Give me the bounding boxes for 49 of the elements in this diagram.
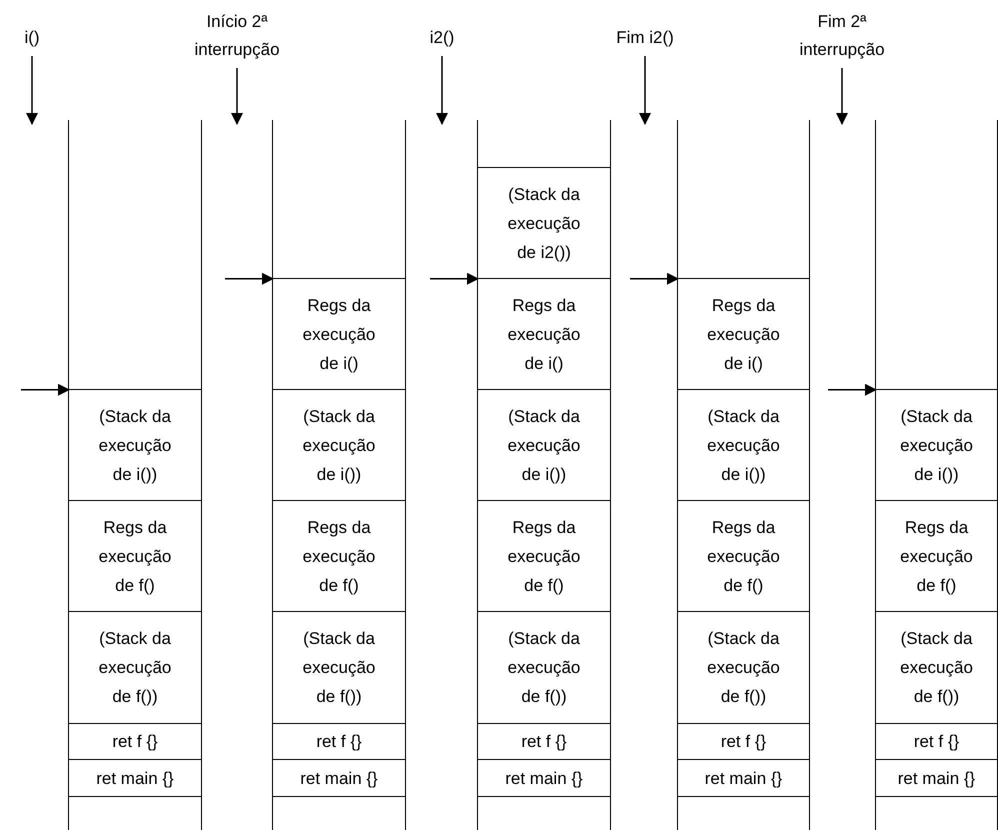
stack-column (272, 120, 406, 830)
stack-frame: (Stack da execução de f()) (69, 611, 201, 724)
stack-frame: ret main {} (876, 759, 997, 797)
arrow (231, 68, 243, 125)
stack-frame: Regs da execução de f() (273, 500, 405, 612)
stack-frame: Regs da execução de f() (478, 500, 610, 612)
stack-frame: ret main {} (273, 759, 405, 797)
stack-frame: (Stack da execução de i()) (478, 389, 610, 501)
stack-frame: (Stack da execução de f()) (478, 611, 610, 724)
stack-frame: (Stack da execução de i()) (678, 389, 809, 501)
arrow (630, 272, 679, 285)
stack-frame: (Stack da execução de f()) (678, 611, 809, 724)
stack-frame: ret f {} (678, 723, 809, 760)
stack-frame: ret main {} (678, 759, 809, 797)
stack-frame: ret f {} (478, 723, 610, 760)
stack-column (477, 120, 611, 830)
stack-column (875, 120, 998, 830)
event-label: Fim i2() (595, 24, 695, 52)
arrow (436, 56, 448, 125)
stack-frame: Regs da execução de f() (876, 500, 997, 612)
stack-frame: Regs da execução de i() (273, 278, 405, 390)
event-label: Fim 2ª interrupção (777, 8, 907, 64)
stack-frame: ret f {} (273, 723, 405, 760)
stack-frame: (Stack da execução de i()) (876, 389, 997, 501)
stack-frame: Regs da execução de f() (678, 500, 809, 612)
event-label: i() (2, 24, 62, 52)
stack-frame: (Stack da execução de i()) (273, 389, 405, 501)
arrow (21, 384, 70, 396)
stack-frame: (Stack da execução de f()) (876, 611, 997, 724)
stack-frame: ret main {} (478, 759, 610, 797)
stack-frame: Regs da execução de f() (69, 500, 201, 612)
arrow (225, 272, 274, 285)
arrow (26, 56, 38, 125)
arrow (836, 68, 848, 125)
arrow (430, 272, 479, 285)
arrow (828, 384, 877, 396)
event-label: i2() (412, 24, 472, 52)
stack-frame: (Stack da execução de f()) (273, 611, 405, 724)
stack-frame: (Stack da execução de i2()) (478, 167, 610, 279)
stack-frame: ret main {} (69, 759, 201, 797)
stack-frame: Regs da execução de i() (478, 278, 610, 390)
stack-frame: Regs da execução de i() (678, 278, 809, 390)
stack-frame: ret f {} (69, 723, 201, 760)
stack-frame: (Stack da execução de i()) (69, 389, 201, 501)
stack-column (68, 120, 202, 830)
stack-frame: ret f {} (876, 723, 997, 760)
arrow (639, 56, 651, 125)
event-label: Início 2ª interrupção (172, 8, 302, 64)
stack-column (677, 120, 810, 830)
